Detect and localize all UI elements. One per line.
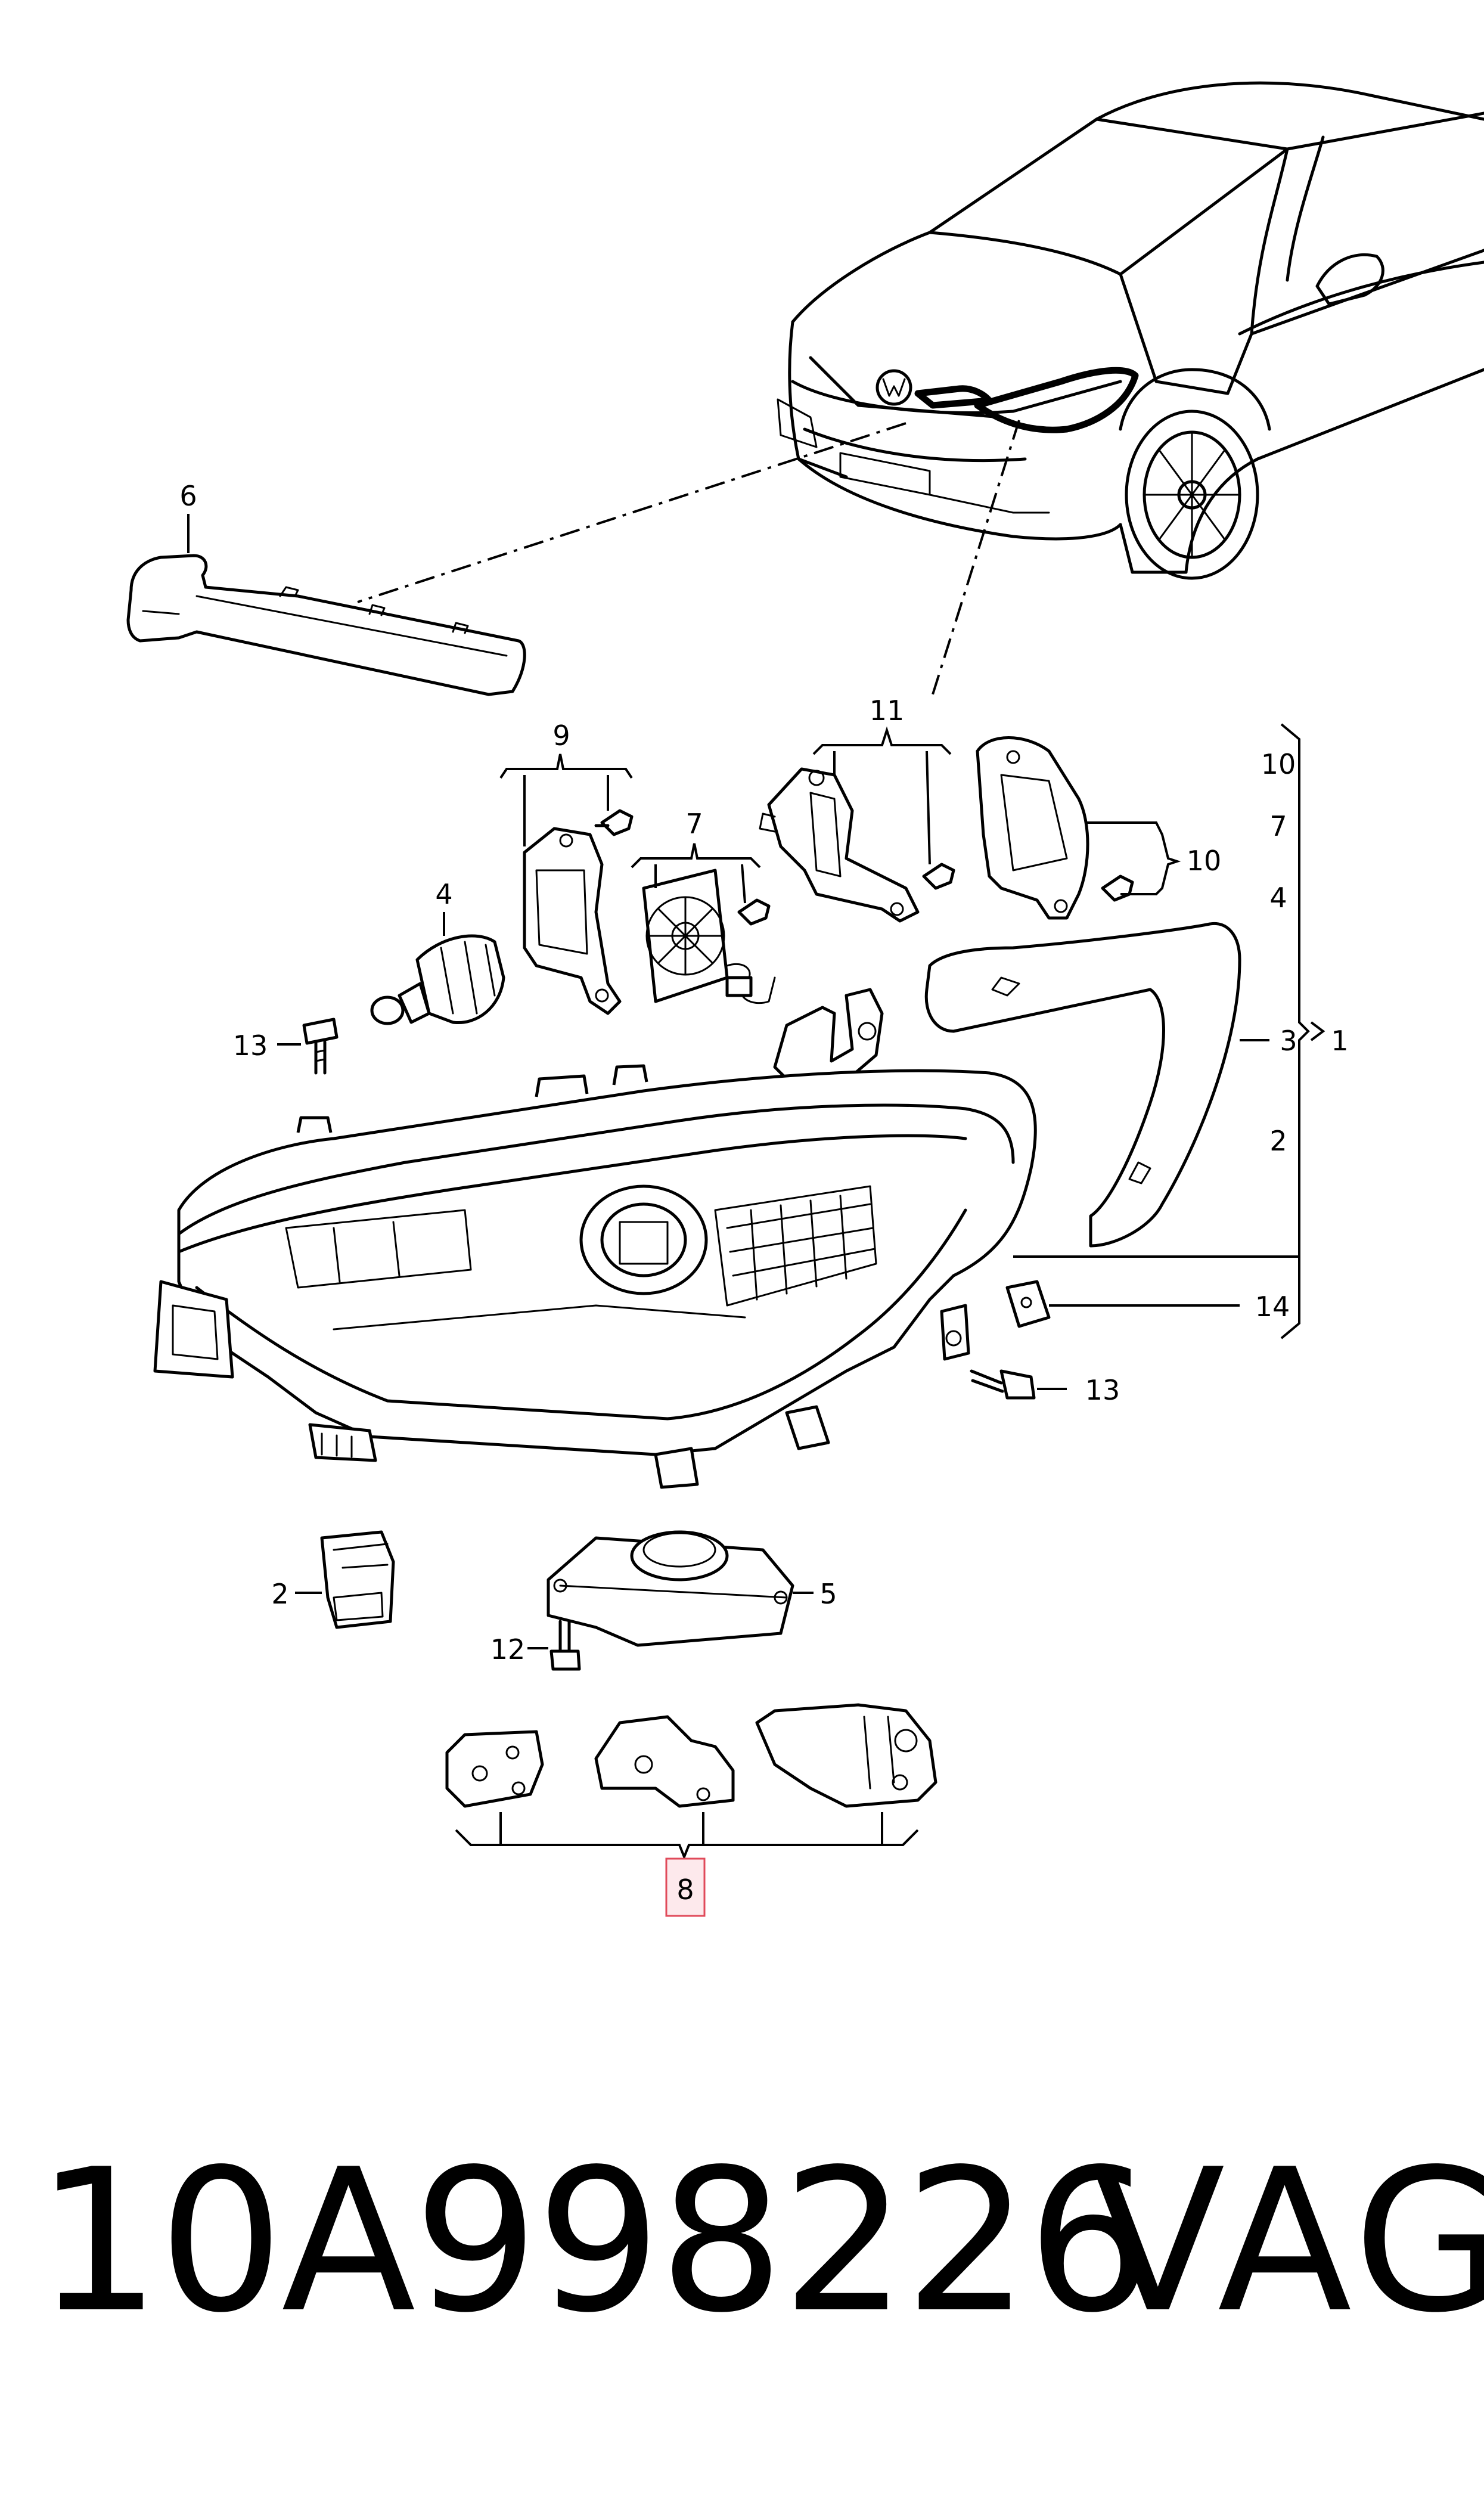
part-3-light-guide [924, 922, 1241, 1248]
callout-8: 8 [676, 1874, 694, 1906]
callout-3: 3 [1280, 1025, 1297, 1057]
callout-7-top: 7 [685, 808, 703, 840]
part-11-bracket [759, 767, 920, 923]
part-7-screw [737, 898, 771, 926]
part-9-screw [594, 809, 634, 836]
callout-2-right: 2 [1269, 1125, 1287, 1157]
part-12-screw [549, 1620, 581, 1671]
leader-dash-11 [932, 420, 1020, 695]
callout-13-right: 13 [1085, 1374, 1120, 1406]
leader-dash-6 [357, 422, 906, 603]
part-10-screw [1101, 874, 1134, 902]
part-14-clip [1005, 1280, 1051, 1328]
bracket-7 [631, 843, 761, 869]
part-10-cover [976, 736, 1089, 920]
vehicle-front-illustration [777, 81, 1484, 580]
bracket-1-column [1280, 723, 1310, 1339]
part-8-bracket-left [445, 1730, 544, 1808]
part-13-screw-right [970, 1369, 1036, 1400]
callout-4-right: 4 [1269, 882, 1287, 914]
bracket-9 [499, 753, 633, 779]
bracket-10-mid [1085, 821, 1181, 895]
part-1-headlight-assembly [153, 988, 1037, 1489]
part-11-screw [922, 863, 955, 890]
callout-4-left: 4 [435, 878, 452, 910]
callout-12: 12 [490, 1633, 526, 1666]
part-2-socket [320, 1530, 395, 1629]
callout-8-highlight-box [665, 1857, 706, 1917]
part-9-bracket [523, 827, 622, 1015]
callout-9: 9 [552, 719, 570, 752]
callout-14: 14 [1255, 1291, 1290, 1323]
part-7-fan [642, 869, 776, 1004]
callout-1: 1 [1331, 1025, 1348, 1057]
part-8-bracket-right [755, 1703, 937, 1808]
callout-2-left: 2 [271, 1578, 288, 1610]
part-13-screw-top [302, 1018, 339, 1075]
part-number-label: 10A998226 [36, 2127, 1152, 2356]
callout-5: 5 [819, 1578, 837, 1610]
callout-11: 11 [870, 694, 905, 727]
bracket-8 [455, 1829, 919, 1860]
callout-7-right: 7 [1269, 810, 1287, 842]
part-4-actuator [370, 934, 505, 1025]
brand-label: VAG [1091, 2127, 1484, 2356]
callout-13-left: 13 [233, 1029, 268, 1062]
callout-10-right: 10 [1261, 748, 1296, 780]
part-8-bracket-middle [594, 1715, 735, 1808]
callout-6: 6 [179, 480, 197, 512]
part-5-control-module [547, 1530, 794, 1647]
part-6-trim-strip [126, 554, 526, 696]
callout-10-mid: 10 [1187, 845, 1222, 877]
bracket-11 [812, 726, 952, 755]
